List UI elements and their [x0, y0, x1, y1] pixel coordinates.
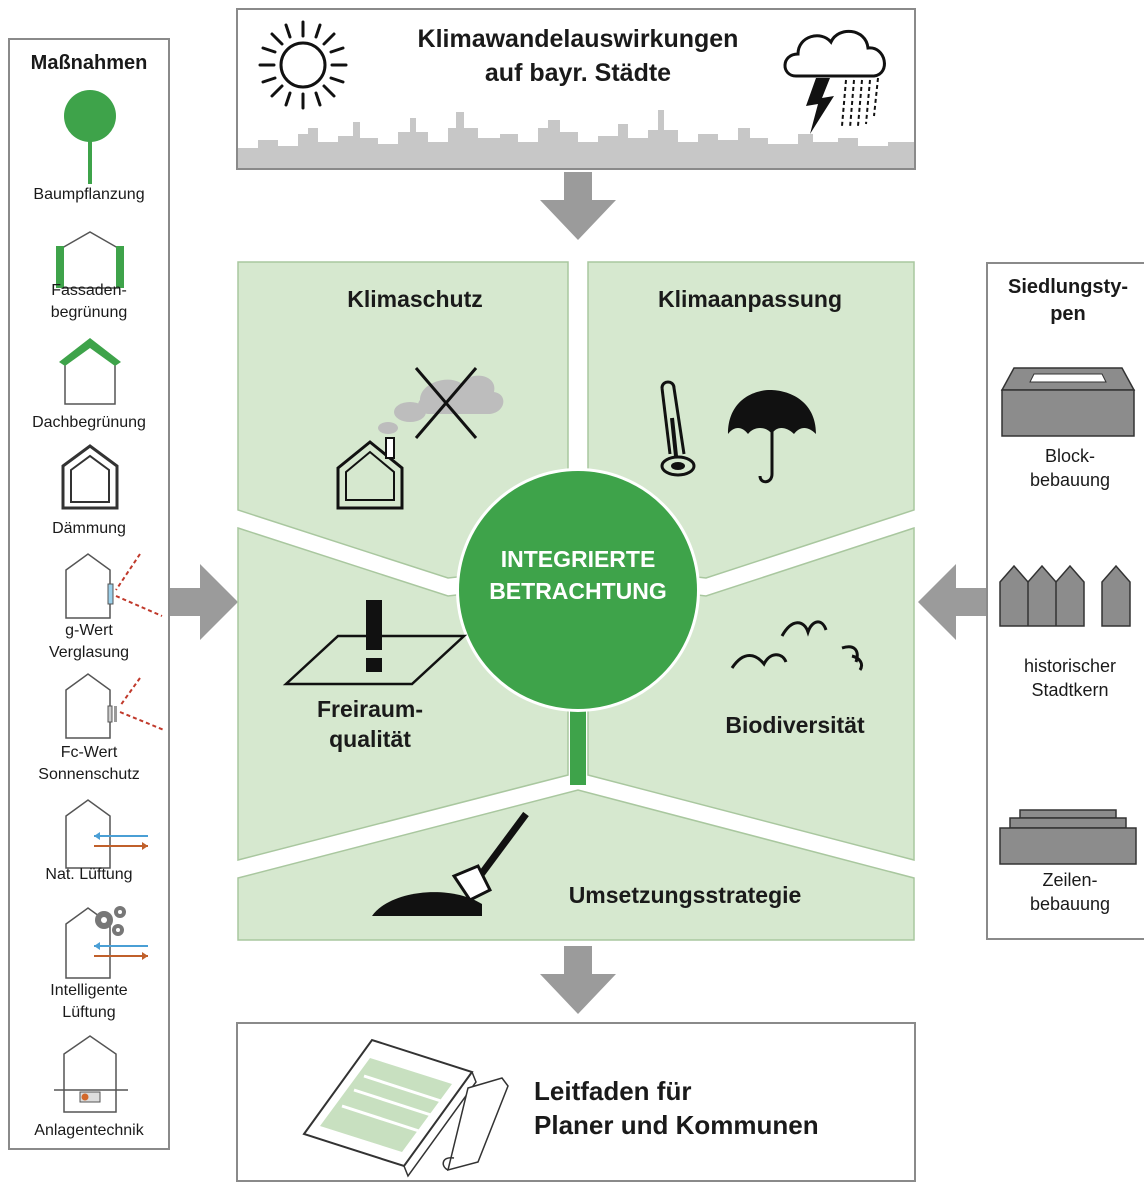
glazing-icon: [65, 553, 163, 619]
measures-title: Maßnahmen: [30, 52, 148, 74]
hub-label-line1: INTEGRIERTE: [500, 546, 656, 572]
open-space-warning-icon: [282, 600, 468, 686]
thermometer-umbrella-icon: [660, 380, 816, 484]
arrow-down-top-icon: [540, 172, 616, 240]
city-skyline-icon: [238, 110, 914, 168]
shovel-icon: [372, 811, 529, 916]
natural-ventilation-icon: [65, 799, 148, 869]
section-freiraum-line1: Freiraum-: [316, 696, 424, 722]
section-freiraum-title: Freiraum- qualität: [270, 694, 470, 754]
climate-impacts-title: Klimawandelauswirkungen auf bayr. Städte: [368, 22, 788, 90]
facade-greening-icon: [56, 231, 124, 289]
settlement-types-panel: Siedlungsty- pen Block-bebauung historis…: [986, 262, 1144, 940]
settlement-types-title: Siedlungsty- pen: [988, 274, 1144, 328]
section-biodiversitaet-title: Biodiversität: [725, 712, 865, 738]
section-umsetzung-title: Umsetzungsstrategie: [568, 882, 802, 908]
roof-greening-icon: [59, 338, 121, 405]
guideline-box: Leitfaden für Planer und Kommunen: [236, 1022, 916, 1182]
sun-icon: [258, 20, 348, 110]
section-klimaschutz-title: Klimaschutz: [347, 286, 483, 312]
row-building-icon: [999, 809, 1137, 865]
measures-panel: Maßnahmen Baumpflanzung Fassaden-begrünu…: [8, 38, 170, 1150]
guideline-title: Leitfaden für Planer und Kommunen: [534, 1074, 894, 1142]
insulation-icon: [61, 444, 119, 510]
hub-label-line2: BETRACHTUNG: [489, 578, 667, 604]
integrated-hub: INTEGRIERTE BETRACHTUNG: [456, 468, 700, 712]
measure-label-nat-lueftung: Nat. Lüftung: [45, 866, 133, 883]
measure-label-fassadenbegruenung: Fassaden-begrünung: [50, 282, 128, 321]
climate-impacts-title-line2: auf bayr. Städte: [484, 59, 672, 87]
smart-ventilation-icon: [65, 906, 148, 979]
sun-protection-icon: [65, 673, 165, 739]
birds-icon: [730, 620, 864, 671]
arrow-right-icon: [168, 564, 238, 640]
guideline-document-icon: [302, 1038, 509, 1178]
guideline-title-line1: Leitfaden für: [534, 1076, 692, 1106]
settlement-label-row: Zeilen-bebauung: [1029, 870, 1111, 914]
storm-cloud-icon: [783, 29, 886, 134]
settlement-label-block: Block-bebauung: [1029, 446, 1111, 490]
guideline-title-line2: Planer und Kommunen: [534, 1110, 819, 1140]
section-freiraum-line2: qualität: [329, 726, 411, 752]
measure-label-anlagentechnik: Anlagentechnik: [34, 1122, 144, 1139]
measure-label-dachbegruenung: Dachbegrünung: [32, 414, 146, 431]
house-smoke-no-icon: [336, 367, 504, 510]
measure-label-daemmung: Dämmung: [52, 520, 126, 537]
settlement-types-title-line1: Siedlungsty-: [1007, 276, 1128, 298]
settlement-types-title-line2: pen: [1050, 303, 1086, 325]
building-services-icon: [54, 1035, 128, 1113]
section-klimaanpassung-title: Klimaanpassung: [657, 286, 843, 312]
arrow-down-bottom-icon: [540, 946, 616, 1014]
block-building-icon: [1000, 367, 1136, 437]
climate-impacts-title-line1: Klimawandelauswirkungen: [417, 25, 739, 53]
climate-impacts-box: Klimawandelauswirkungen auf bayr. Städte: [236, 8, 916, 170]
historic-center-icon: [999, 564, 1131, 627]
tree-icon: [64, 90, 116, 184]
measure-label-baumpflanzung: Baumpflanzung: [33, 186, 145, 203]
arrow-left-icon: [918, 564, 988, 640]
